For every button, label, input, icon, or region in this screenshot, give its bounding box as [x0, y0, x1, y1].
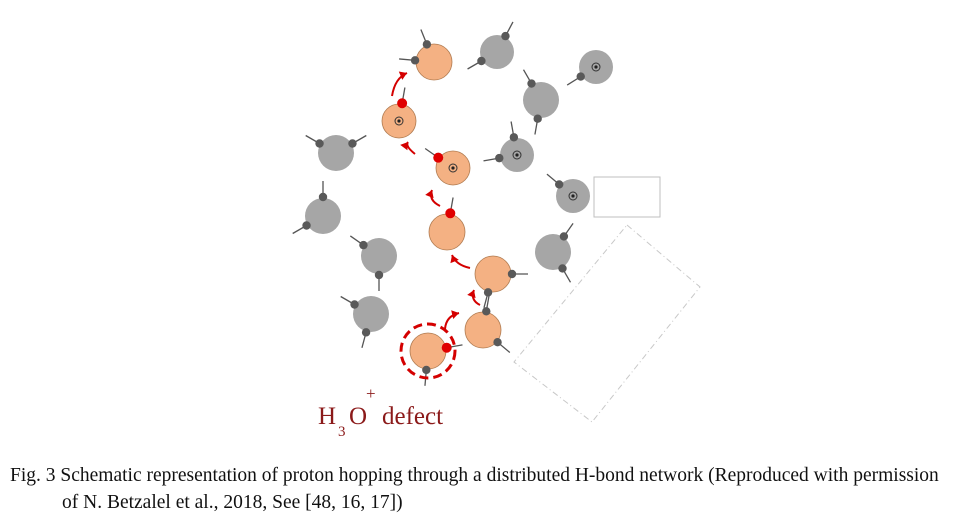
hop-arrow — [425, 189, 441, 207]
molecule-hydronium — [464, 295, 511, 353]
overlay-box-small — [593, 176, 661, 218]
hydrogen-atom — [559, 232, 569, 241]
molecule-hydronium — [474, 255, 528, 308]
hydrogen-atom — [374, 270, 384, 280]
molecule-water — [566, 50, 613, 86]
hydrogen-atom — [493, 338, 502, 347]
molecule-hydronium — [409, 332, 463, 386]
hydrogen-atom — [315, 139, 324, 148]
hydrogen-atom — [533, 114, 542, 123]
oxygen-atom — [535, 234, 571, 270]
proton-atom — [445, 208, 456, 219]
caption-line-1: Fig. 3 Schematic representation of proto… — [10, 465, 939, 486]
figure-caption: Fig. 3 Schematic representation of proto… — [10, 462, 972, 516]
arrow-layer — [391, 71, 481, 330]
hydrogen-atom — [501, 31, 510, 41]
molecule-layer — [292, 21, 613, 386]
center-ring — [448, 163, 458, 173]
center-dot — [594, 65, 598, 69]
defect-label-sub: 3 — [338, 424, 346, 440]
hop-arrow — [450, 254, 471, 269]
hydrogen-atom — [495, 153, 504, 163]
center-dot — [451, 166, 455, 170]
defect-label-sup: + — [366, 384, 376, 403]
hop-arrow-head — [467, 290, 476, 299]
caption-line-2: of N. Betzalel et al., 2018, See [48, 16… — [62, 492, 403, 513]
hydrogen-atom — [359, 240, 368, 250]
hop-arrow-curve — [406, 141, 416, 155]
hydrogen-atom — [482, 307, 491, 316]
hop-arrow-head — [398, 71, 407, 80]
hydrogen-atom — [507, 269, 517, 279]
hop-arrow — [444, 310, 460, 330]
proton-hopping-diagram: H 3 O + defect — [292, 21, 701, 440]
hop-arrow-curve — [444, 312, 460, 330]
molecule-water — [340, 295, 389, 348]
hydrogen-atom — [558, 264, 567, 273]
hydrogen-atom — [555, 180, 564, 189]
hop-arrow-head — [400, 142, 408, 151]
molecule-water — [535, 222, 574, 283]
molecule-hydronium — [381, 87, 417, 139]
oxygen-atom — [415, 43, 453, 81]
proton-atom — [441, 342, 452, 353]
molecule-hydronium — [428, 197, 466, 251]
proton-atom — [433, 152, 444, 163]
molecule-water — [349, 235, 397, 291]
oxygen-atom — [523, 82, 559, 118]
hydrogen-atom — [576, 72, 585, 81]
defect-ring — [399, 322, 457, 380]
center-ring — [512, 150, 522, 160]
hop-arrow-head — [425, 190, 434, 199]
oxygen-atom — [480, 35, 514, 69]
center-ring — [394, 116, 404, 126]
defect-label-word: defect — [382, 403, 443, 430]
hop-arrow-head — [451, 310, 459, 319]
hop-arrow — [400, 141, 416, 155]
center-dot — [515, 153, 519, 157]
molecule-water — [483, 121, 534, 172]
proton-atom — [397, 98, 408, 109]
hydrogen-atom — [348, 139, 357, 148]
molecule-water — [522, 69, 559, 135]
hydrogen-atom — [527, 79, 536, 88]
oxygen-atom — [409, 332, 447, 370]
molecule-water — [292, 181, 341, 235]
oxygen-atom — [305, 198, 341, 234]
molecule-hydronium — [424, 147, 471, 186]
hydrogen-atom — [350, 300, 359, 309]
hop-arrow — [391, 71, 408, 97]
molecule-water — [305, 134, 367, 171]
hydrogen-atom — [410, 56, 420, 65]
hydrogen-atom — [477, 56, 486, 66]
hydrogen-atom — [318, 192, 328, 202]
hydrogen-atom — [361, 328, 371, 337]
oxygen-atom — [428, 213, 466, 251]
center-dot — [571, 194, 575, 198]
hydrogen-atom — [509, 133, 519, 142]
center-ring — [591, 62, 601, 72]
oxygen-atom — [474, 255, 512, 293]
oxygen-atom — [353, 296, 389, 332]
defect-label-o: O — [349, 403, 367, 430]
center-ring — [568, 191, 578, 201]
hydrogen-atom — [302, 221, 311, 230]
hydrogen-atom — [483, 288, 493, 297]
hop-arrow-head — [450, 255, 459, 264]
center-dot — [397, 119, 401, 123]
hydrogen-atom — [422, 365, 431, 375]
hop-arrow-curve — [391, 72, 408, 97]
molecule-water — [546, 173, 590, 213]
molecule-hydronium — [399, 29, 453, 81]
defect-label-h: H — [318, 403, 336, 430]
molecule-water — [467, 21, 514, 70]
oxygen-atom — [318, 135, 354, 171]
oxygen-atom — [361, 238, 397, 274]
hydrogen-atom — [422, 40, 432, 49]
hop-arrow — [467, 289, 481, 306]
